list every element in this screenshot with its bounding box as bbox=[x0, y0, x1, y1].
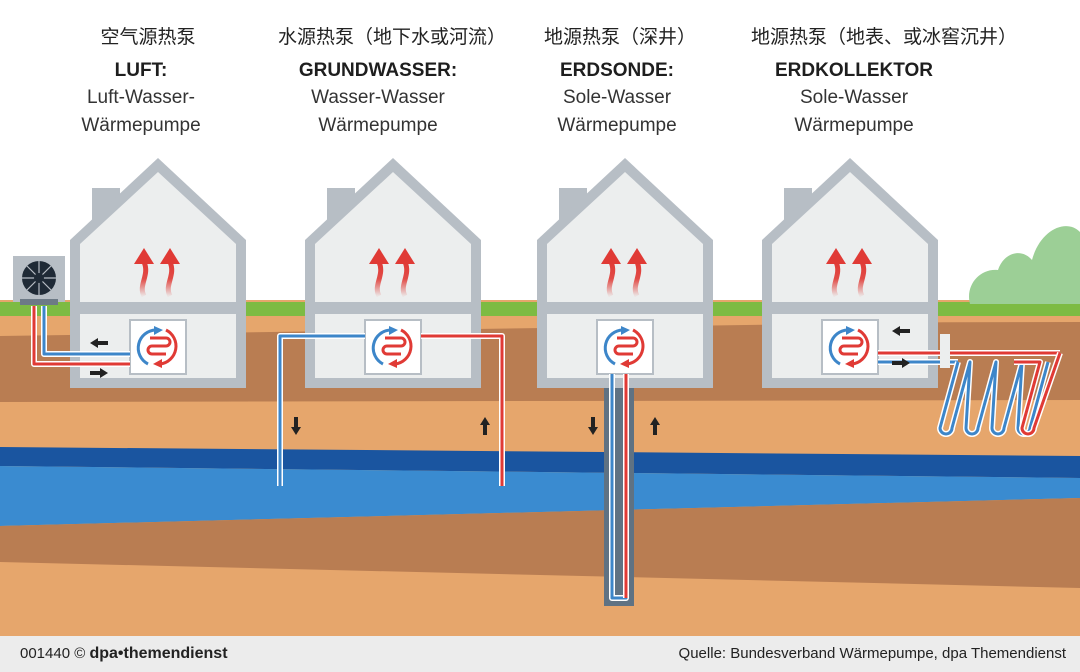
flow-arrow-right-icon bbox=[90, 368, 108, 378]
heat-rising-icon bbox=[606, 260, 616, 298]
collector-manifold bbox=[940, 334, 950, 368]
floor-divider bbox=[537, 302, 713, 314]
flow-arrow-up-icon bbox=[650, 417, 660, 435]
heat-arrow-head bbox=[369, 248, 389, 264]
panel-subtitle: Luft-Wasser- bbox=[86, 87, 196, 108]
image-code: 001440 © bbox=[20, 645, 86, 662]
house-borehole bbox=[537, 158, 713, 388]
flow-arrow-down-icon bbox=[588, 417, 598, 435]
panel-subtitle: Wärmepumpe bbox=[794, 115, 914, 136]
heat-arrow-head bbox=[395, 248, 415, 264]
collector-loop-hot bbox=[1014, 352, 1062, 436]
panel-title-cn-collector: 地源热泵（地表、或冰窖沉井） bbox=[750, 26, 1018, 48]
heat-rising-icon bbox=[857, 260, 867, 298]
panel-title-cn-air: 空气源热泵 bbox=[100, 26, 196, 48]
heat-pump-unit-icon bbox=[596, 319, 654, 375]
heat-arrow-head bbox=[601, 248, 621, 264]
panel-title-de: LUFT: bbox=[114, 60, 168, 81]
heat-arrow-head bbox=[627, 248, 647, 264]
heat-arrow-head bbox=[826, 248, 846, 264]
panel-title-de: GRUNDWASSER: bbox=[298, 60, 458, 81]
flow-arrow-up-icon bbox=[480, 417, 490, 435]
groundwater-return-pipe bbox=[421, 334, 504, 486]
flow-arrow-down-icon bbox=[291, 417, 301, 435]
panel-subtitle: Wärmepumpe bbox=[318, 115, 438, 136]
heat-arrow-head bbox=[134, 248, 154, 264]
heat-pump-unit-icon bbox=[364, 319, 422, 375]
source-note: Quelle: Bundesverband Wärmepumpe, dpa Th… bbox=[678, 645, 1066, 662]
heat-arrow-head bbox=[852, 248, 872, 264]
outdoor-fan-unit bbox=[13, 256, 65, 305]
house-groundwater bbox=[305, 158, 481, 388]
panel-subtitle: Wärmepumpe bbox=[81, 115, 201, 136]
footer-bar bbox=[0, 636, 1080, 672]
flow-arrow-left-icon bbox=[90, 338, 108, 348]
air-cold-pipe bbox=[42, 306, 130, 356]
credit-line: 001440 © dpa•themendienst bbox=[20, 645, 228, 663]
heat-rising-icon bbox=[632, 260, 642, 298]
panel-title-cn-borehole: 地源热泵（深井） bbox=[543, 26, 697, 48]
borehole-probe bbox=[604, 388, 634, 606]
publisher-logo: dpa•themendienst bbox=[89, 645, 228, 662]
groundwater-supply-pipe bbox=[278, 334, 365, 486]
house-air bbox=[70, 158, 246, 388]
heat-pump-unit-icon bbox=[821, 319, 879, 375]
floor-divider bbox=[762, 302, 938, 314]
bush-icon bbox=[969, 226, 1080, 304]
groundwater-top-band bbox=[0, 447, 1080, 478]
heat-arrow-head bbox=[160, 248, 180, 264]
panel-subtitle: Sole-Wasser bbox=[562, 87, 672, 108]
flow-arrow-right-icon bbox=[892, 358, 910, 368]
heat-rising-icon bbox=[374, 260, 384, 298]
panel-title-de: ERDKOLLEKTOR bbox=[775, 60, 933, 81]
air-hot-pipe bbox=[32, 306, 130, 366]
heat-rising-icon bbox=[400, 260, 410, 298]
panel-subtitle: Wärmepumpe bbox=[557, 115, 677, 136]
heat-rising-icon bbox=[139, 260, 149, 298]
collector-loop-pipe bbox=[938, 360, 1050, 436]
panel-subtitle: Sole-Wasser bbox=[799, 87, 909, 108]
floor-divider bbox=[70, 302, 246, 314]
heat-rising-icon bbox=[831, 260, 841, 298]
heat-rising-icon bbox=[165, 260, 175, 298]
panel-label-air: LUFT: Luft-Wasser- Wärmepumpe bbox=[81, 58, 200, 140]
heat-pump-unit-icon bbox=[129, 319, 187, 375]
floor-divider bbox=[305, 302, 481, 314]
panel-title-de: ERDSONDE: bbox=[559, 60, 675, 81]
flow-arrow-left-icon bbox=[892, 326, 910, 336]
panel-subtitle: Wasser-Wasser bbox=[311, 87, 445, 108]
soil-layer-dark-lower bbox=[0, 498, 1080, 588]
groundwater-layer bbox=[0, 466, 1080, 526]
panel-title-cn-groundwater: 水源热泵（地下水或河流） bbox=[277, 26, 507, 48]
